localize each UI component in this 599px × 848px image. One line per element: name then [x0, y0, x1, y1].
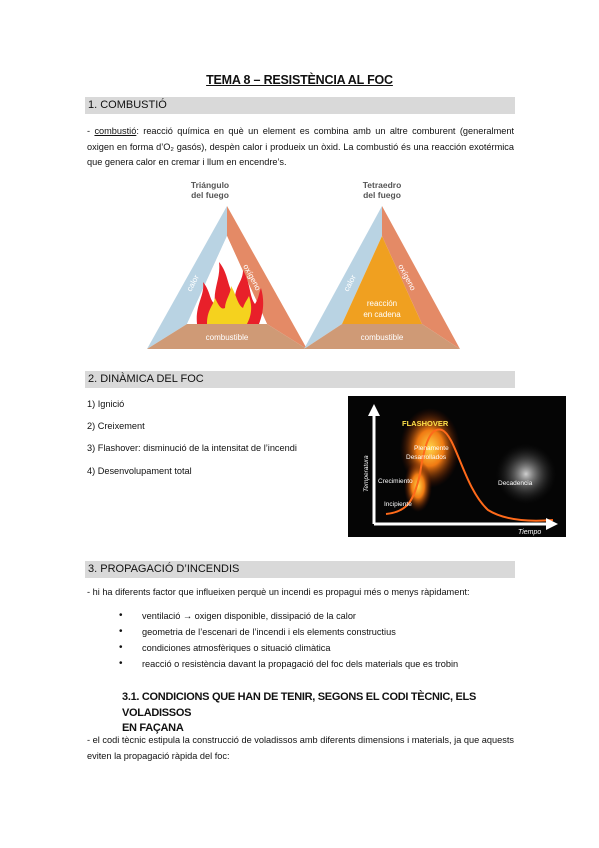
fire-tetrahedron-diagram: calor oxígeno reacción en cadena combust… — [304, 206, 460, 349]
fire-curve-illustration: FLASHOVER Plenamente Desarrollados Tempe… — [363, 404, 558, 536]
tetrahedron-title: Tetraedro del fuego — [322, 180, 442, 200]
combustio-definition: - combustió: reacció química en què un e… — [87, 124, 514, 171]
list-item: geometria de l’escenari de l’incendi i e… — [119, 624, 519, 640]
triangle-title: Triángulo del fuego — [150, 180, 270, 200]
label-desarrollados: Desarrollados — [406, 454, 447, 461]
page-title: TEMA 8 – RESISTÈNCIA AL FOC — [206, 73, 393, 87]
label-temperatura: Temperatura — [363, 455, 370, 492]
subsection-heading-line2: EN FAÇANA — [122, 722, 184, 734]
definition-dash: - — [87, 126, 95, 136]
label-tiempo: Tiempo — [518, 529, 541, 536]
list-item: condiciones atmosfèriques o situació cli… — [119, 640, 519, 656]
fire-dynamics-photo: FLASHOVER Plenamente Desarrollados Tempe… — [348, 396, 566, 537]
voladissos-text: - el codi tècnic estipula la construcció… — [87, 735, 514, 761]
tetrahedron-oxigeno-side — [382, 206, 460, 349]
label-flashover: FLASHOVER — [402, 419, 449, 428]
dynamics-item-4: 4) Desenvolupament total — [87, 466, 192, 476]
label-incipiente: Incipiente — [384, 501, 412, 508]
propagation-intro: - hi ha diferents factor que influeixen … — [87, 587, 470, 597]
subsection-heading-line1: 3.1. CONDICIONS QUE HAN DE TENIR, SEGONS… — [122, 691, 477, 719]
label-crecimiento: Crecimiento — [378, 478, 413, 485]
fire-curve-line — [385, 428, 554, 522]
triangle-title-line2: del fuego — [191, 190, 229, 200]
tetrahedron-title-line2: del fuego — [363, 190, 401, 200]
propagation-factors-list: ventilació → oxigen disponible, dissipac… — [119, 608, 519, 672]
y-axis-arrow-head — [368, 404, 380, 416]
list-item: reacció o resistència davant la propagac… — [119, 656, 519, 672]
dynamics-item-2: 2) Creixement — [87, 421, 145, 431]
definition-text: : reacció química en què un element es c… — [87, 126, 514, 167]
tetrahedron-label-reaccion: reacción — [367, 299, 397, 308]
label-decadencia: Decadencia — [498, 480, 533, 487]
list-item: ventilació → oxigen disponible, dissipac… — [119, 608, 519, 624]
tetrahedron-label-cadena: en cadena — [363, 310, 401, 319]
x-axis-arrow-head — [546, 518, 558, 530]
section-heading-propagacio: 3. PROPAGACIÓ D’INCENDIS — [85, 561, 515, 578]
section-heading-dinamica: 2. DINÀMICA DEL FOC — [85, 371, 515, 388]
tetrahedron-calor-side — [304, 206, 382, 349]
dynamics-item-1: 1) Ignició — [87, 399, 125, 409]
triangle-calor-side — [147, 206, 227, 349]
dynamics-item-3: 3) Flashover: disminució de la intensita… — [87, 443, 297, 453]
tetrahedron-title-line1: Tetraedro — [362, 180, 402, 190]
subsection-heading-voladissos: 3.1. CONDICIONS QUE HAN DE TENIR, SEGONS… — [122, 690, 522, 737]
triangle-combustible-base — [147, 324, 307, 349]
triangle-title-line1: Triángulo — [190, 180, 230, 190]
flame-inner-icon — [207, 286, 252, 324]
label-plenamente: Plenamente — [414, 445, 449, 452]
tetrahedron-combustible-base — [304, 324, 460, 349]
tetrahedron-label-combustible: combustible — [361, 333, 404, 342]
triangle-label-combustible: combustible — [206, 333, 249, 342]
decay-smoke — [496, 444, 556, 504]
section-heading-combustio: 1. COMBUSTIÓ — [85, 97, 515, 114]
term-combustio: combustió — [94, 126, 137, 136]
fire-triangle-diagram: calor oxígeno combustible — [147, 206, 307, 349]
triangle-oxigeno-side — [227, 206, 307, 349]
tetrahedron-chain-reaction — [342, 236, 422, 324]
